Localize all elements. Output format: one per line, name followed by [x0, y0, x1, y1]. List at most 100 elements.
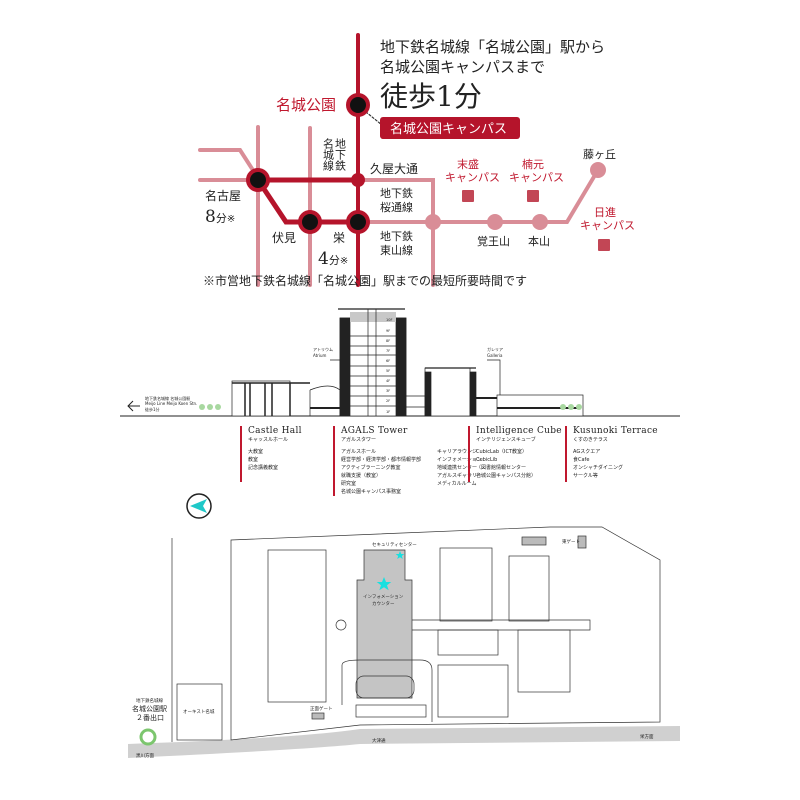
facility: キャリアラウンジ	[437, 449, 478, 455]
svg-text:6F: 6F	[386, 359, 390, 363]
line-dark-route	[255, 177, 361, 225]
star-security-icon	[395, 551, 405, 559]
line-light-sakuradori	[356, 178, 435, 287]
label-kakuozan: 覚王山	[477, 235, 510, 248]
facility: 大教室	[248, 449, 264, 455]
label-to-sakae: 栄方面	[640, 733, 654, 740]
campus-site-plan	[128, 526, 680, 758]
svg-text:2F: 2F	[386, 399, 390, 403]
atrium-label-en: Atrium	[313, 353, 327, 358]
label-main-gate: 正面ゲート	[310, 705, 333, 712]
svg-text:10F: 10F	[386, 318, 392, 322]
building-name: AGALS Tower	[341, 426, 408, 436]
building-orchestra[interactable]	[176, 683, 223, 741]
label-road-otsu: 大津通	[372, 737, 386, 744]
facility: 名城公園キャンパス分館）	[476, 473, 537, 479]
station-kakuozan[interactable]	[487, 214, 503, 230]
facility: オンシャチダイニング	[573, 465, 624, 471]
facility: アクティブラーニング教室	[341, 465, 401, 471]
facility: アガルスホール	[341, 449, 377, 455]
info-castle-hall[interactable]: Castle Hall キャッスルホール 大教室 教室 記念講義教室	[240, 426, 302, 482]
svg-text:1F: 1F	[386, 410, 390, 414]
footnote: ※市営地下鉄名城線「名城公園」駅までの最短所要時間です	[203, 273, 527, 288]
building-castle-hall[interactable]	[267, 549, 327, 703]
station-hisaya-odori[interactable]	[351, 173, 365, 187]
station-meijo-koen[interactable]	[346, 93, 370, 117]
label-exit-line3: ２番出口	[136, 713, 164, 722]
facility: 研究室	[341, 481, 357, 487]
facility: 記念講義教室	[248, 465, 279, 471]
campus-nisshin-2: キャンパス	[580, 219, 635, 232]
trees	[199, 404, 582, 410]
building-kana: アガルスタワー	[341, 437, 377, 443]
facility: 名城公園キャンパス事務室	[341, 489, 402, 495]
facility: （図書館情報センター	[476, 465, 527, 471]
label-exit-line2: 名城公園駅	[132, 704, 167, 713]
info-agals-tower[interactable]: AGALS Tower アガルスタワー アガルスホール 経営学部・経済学部・都市…	[333, 426, 482, 496]
facility: インフォメーション	[437, 457, 482, 463]
stations	[246, 93, 606, 234]
road-otsu-dori	[128, 726, 680, 758]
agals-tower-elevation[interactable]	[339, 317, 407, 417]
svg-text:7F: 7F	[386, 349, 390, 353]
building-name: Castle Hall	[248, 426, 302, 436]
campus-badge[interactable]: 名城公園キャンパス	[380, 117, 520, 139]
atrium-label-ja: アトリウム	[313, 346, 333, 352]
facility: AGスクエア	[573, 449, 601, 455]
label-sakuradori-b: 桜通線	[380, 200, 413, 214]
svg-text:4F: 4F	[386, 379, 390, 383]
label-orchestra: オーキスト名城	[183, 708, 215, 715]
label-meijo-line-b: 地下鉄	[334, 138, 347, 171]
exit-marker-icon	[139, 728, 157, 746]
campus-badge-label: 名城公園キャンパス	[390, 121, 507, 137]
line-light-nagoya-upper	[198, 148, 260, 180]
label-motoyama: 本山	[528, 234, 550, 248]
station-note-3: 徒歩1分	[145, 406, 160, 412]
building-intelligence-cube[interactable]	[439, 547, 493, 622]
facility: 就職支援（教室）	[341, 473, 382, 479]
label-hisaya-odori: 久屋大通	[370, 162, 418, 176]
time-nagoya: 8分※	[205, 207, 235, 227]
station-motoyama[interactable]	[532, 214, 548, 230]
kusunoki-terrace-elevation[interactable]	[496, 394, 584, 417]
building-agals-tower[interactable]	[356, 549, 413, 699]
info-kusunoki-terrace[interactable]: Kusunoki Terrace くすのきテラス AGスクエア 食Cafe オン…	[565, 426, 658, 482]
label-info-counter-1: インフォメーション	[363, 594, 404, 600]
label-info-counter-2: カウンター	[372, 600, 395, 607]
svg-text:9F: 9F	[386, 329, 390, 333]
campus-suemori-marker[interactable]	[462, 190, 474, 202]
info-intelligence-cube[interactable]: Intelligence Cube インテリジェンスキューブ CubicLab（…	[468, 426, 562, 482]
campus-kusumoto-marker[interactable]	[527, 190, 539, 202]
left-arrow-icon[interactable]	[127, 400, 140, 412]
label-fujigaoka: 藤ヶ丘	[583, 148, 616, 161]
station-fushimi[interactable]	[298, 210, 322, 234]
intelligence-cube-elevation[interactable]	[424, 367, 471, 417]
building-east-1[interactable]	[508, 555, 550, 622]
building-name: Kusunoki Terrace	[573, 426, 658, 436]
star-info-counter-icon	[376, 577, 392, 591]
station-sakae[interactable]	[346, 210, 370, 234]
station-light-1[interactable]	[425, 214, 441, 230]
atrium-elevation	[309, 385, 341, 416]
station-fujigaoka[interactable]	[590, 162, 606, 178]
label-sakuradori-a: 地下鉄	[380, 186, 413, 200]
station-note-2: Meijo Line Meijo Koen Stn.	[145, 401, 197, 406]
castle-hall-elevation[interactable]	[231, 380, 291, 417]
facility: 経営学部・経済学部・都市情報学部	[341, 457, 422, 463]
label-higashiyama-a: 地下鉄	[380, 229, 413, 243]
galleria-label-ja: ガレリア	[487, 346, 503, 352]
campus-suemori-1: 末盛	[457, 157, 479, 171]
campus-suemori-2: キャンパス	[445, 171, 500, 184]
label-meijo-koen: 名城公園	[276, 96, 336, 114]
building-kusunoki-terrace[interactable]	[517, 629, 571, 693]
facility: CubicLab（ICT教室）	[476, 449, 528, 455]
building-kana: インテリジェンスキューブ	[476, 437, 536, 443]
campus-nisshin-marker[interactable]	[598, 239, 610, 251]
walk-time: 徒歩1分	[380, 80, 482, 113]
label-east-gate: 東ゲート	[562, 538, 580, 545]
facility: メディカルルーム	[437, 481, 477, 487]
station-nagoya[interactable]	[246, 168, 270, 192]
label-higashiyama-b: 東山線	[380, 243, 413, 257]
building-kana: キャッスルホール	[248, 437, 289, 443]
